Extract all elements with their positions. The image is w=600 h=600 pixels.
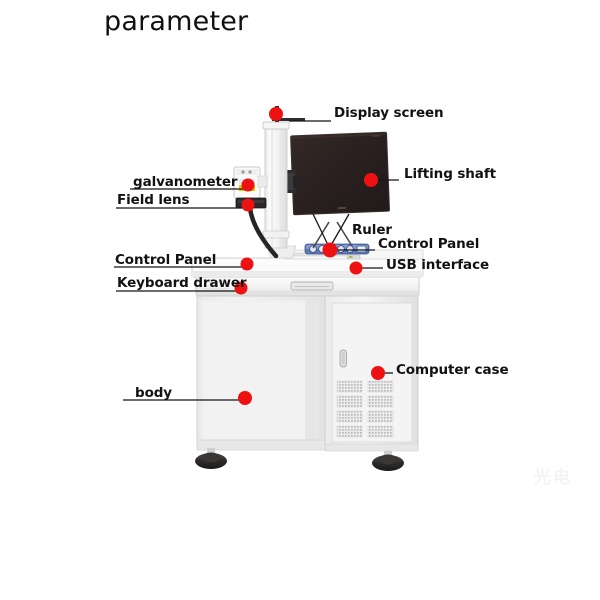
callout-label-keyboard-drawer: Keyboard drawer: [117, 275, 247, 291]
marker-galvanometer: [241, 178, 255, 192]
marker-computer-case: [371, 366, 385, 380]
callout-label-control-panel-desk: Control Panel: [378, 236, 480, 252]
marker-control-panel-machine: [240, 257, 254, 271]
marker-body: [238, 391, 252, 405]
callout-markers: [234, 107, 385, 405]
machine-body: [196, 294, 326, 451]
marker-usb-interface: [349, 261, 363, 275]
leveling-foot-right: [372, 451, 404, 471]
callout-label-display-screen: Display screen: [334, 105, 444, 121]
usb-port: [346, 254, 361, 260]
marker-field-lens: [241, 198, 255, 212]
callout-label-ruler: Ruler: [352, 222, 392, 238]
marker-display-screen: [269, 107, 283, 121]
keyboard-tray: [195, 275, 420, 297]
marker-keyboard-drawer: [234, 281, 248, 295]
callout-label-usb-interface: USB interface: [386, 257, 490, 273]
callout-label-galvanometer: galvanometer: [133, 174, 238, 190]
callout-label-computer-case: Computer case: [396, 362, 509, 378]
callout-label-lifting-shaft: Lifting shaft: [404, 166, 496, 182]
ventilation-grille: [336, 380, 394, 438]
marker-ruler: [322, 242, 338, 258]
callout-label-body: body: [135, 385, 173, 401]
callout-label-field-lens: Field lens: [117, 192, 190, 208]
callout-leader-lines: [114, 120, 399, 401]
marker-lifting-shaft: [364, 173, 378, 187]
callout-label-control-panel-machine: Control Panel: [115, 252, 217, 268]
page-title: parameter: [104, 6, 249, 37]
watermark: 光电: [534, 468, 572, 488]
leveling-foot-left: [195, 448, 227, 469]
